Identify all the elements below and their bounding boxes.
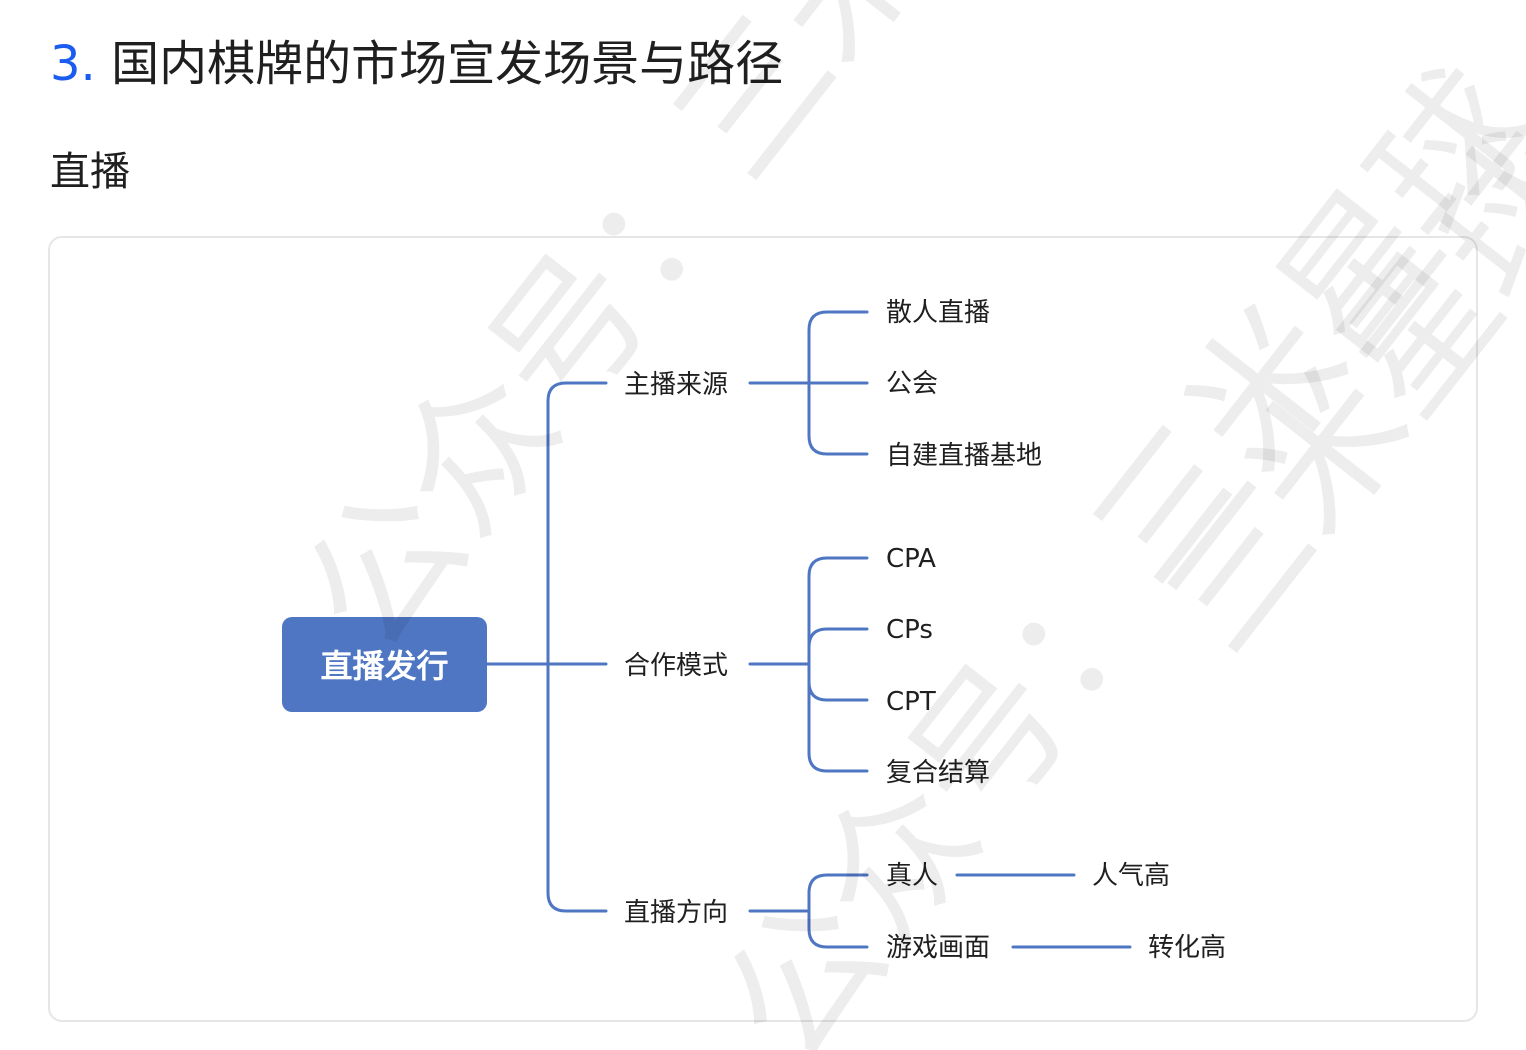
root-node: 直播发行: [282, 617, 487, 712]
branch-labels: 主播来源 合作模式 直播方向: [624, 370, 728, 928]
watermark-text: 公众号：三米星球: [691, 39, 1526, 1050]
connectors: [485, 310, 1132, 949]
mindmap-card: [48, 236, 1478, 1022]
leaf-labels: 散人直播 公会 自建直播基地 CPA CPs CPT 复合结算 真人 游戏画面 …: [886, 298, 1226, 963]
section-title: 3. 国内棋牌的市场宣发场景与路径: [50, 30, 783, 98]
result-label: 人气高: [1092, 861, 1170, 891]
connector-b2-trunk: [807, 556, 869, 773]
branch-label-direction: 直播方向: [624, 898, 728, 928]
watermark: 公众号：三米星球 公众号：三米星球 三米星球: [271, 0, 1526, 1050]
leaf-label: 自建直播基地: [886, 441, 1042, 471]
leaf-label: 真人: [886, 861, 938, 891]
branch-label-cooperation: 合作模式: [624, 651, 728, 681]
leaf-label: CPA: [886, 544, 936, 574]
root-node-label: 直播发行: [320, 647, 448, 685]
section-number: 3.: [50, 36, 96, 92]
leaf-label: CPT: [886, 687, 936, 717]
connector-trunk: [546, 381, 608, 913]
root-node-box: [282, 617, 487, 712]
leaf-label: 公会: [886, 369, 938, 399]
connector-b2-cpt: [807, 680, 869, 702]
subsection-title: 直播: [50, 149, 130, 195]
branch-label-source: 主播来源: [624, 370, 728, 400]
section-title-text: 国内棋牌的市场宣发场景与路径: [111, 36, 784, 92]
connector-b2-cps: [807, 627, 869, 649]
result-label: 转化高: [1148, 933, 1226, 963]
leaf-label: 散人直播: [886, 298, 990, 328]
leaf-label: 复合结算: [886, 758, 990, 788]
leaf-label: CPs: [886, 615, 933, 645]
connector-b3-trunk: [807, 873, 869, 949]
leaf-label: 游戏画面: [886, 933, 990, 963]
